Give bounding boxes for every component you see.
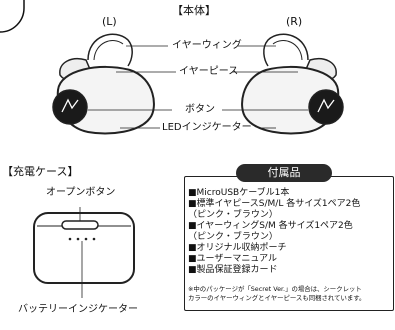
accessory-item: ■MicroUSBケーブル1本 (188, 188, 290, 198)
battery-indicator-label: バッテリーインジケーター (18, 304, 138, 315)
left-earbud (52, 33, 155, 135)
right-earbud (241, 33, 344, 135)
secret-version-note: ※中のパッケージが「Secret Ver.」の場合は、シークレット カラーのイヤ… (188, 285, 388, 303)
accessory-item: ■標準イヤピースS/M/L 各サイズ1ペア2色 (188, 199, 361, 209)
note-line-1: ※中のパッケージが「Secret Ver.」の場合は、シークレット (188, 285, 362, 293)
case-section-title: 【充電ケース】 (2, 165, 79, 178)
accessories-list: ■MicroUSBケーブル1本 ■標準イヤピースS/M/L 各サイズ1ペア2色 … (188, 188, 388, 276)
led-indicator-label: LEDインジケーター (162, 122, 252, 133)
accessory-item: ■イヤーウィングS/M 各サイズ1ペア2色 (188, 221, 353, 231)
note-line-2: カラーのイヤーウィングとイヤーピースも同梱されています。 (188, 294, 366, 302)
accessory-item: ■オリジナル収納ポーチ (188, 243, 287, 253)
accessory-item: ■ユーザーマニュアル (188, 254, 278, 264)
accessories-title: 付属品 (236, 164, 332, 182)
charging-case (33, 212, 135, 284)
eartip-label: イヤーピース (179, 66, 239, 77)
accessory-item: （ピンク・ブラウン） (188, 232, 278, 242)
accessory-item: （ピンク・ブラウン） (188, 210, 278, 220)
button-label: ボタン (185, 104, 215, 115)
accessory-item: ■製品保証登録カード (188, 265, 278, 275)
body-section-title: 【本体】 (172, 4, 216, 17)
earwing-label: イヤーウィング (172, 40, 242, 51)
left-label: (L) (102, 15, 117, 28)
open-button-label: オープンボタン (46, 187, 116, 198)
right-label: (R) (286, 15, 303, 28)
page-badge-arc (0, 0, 25, 33)
